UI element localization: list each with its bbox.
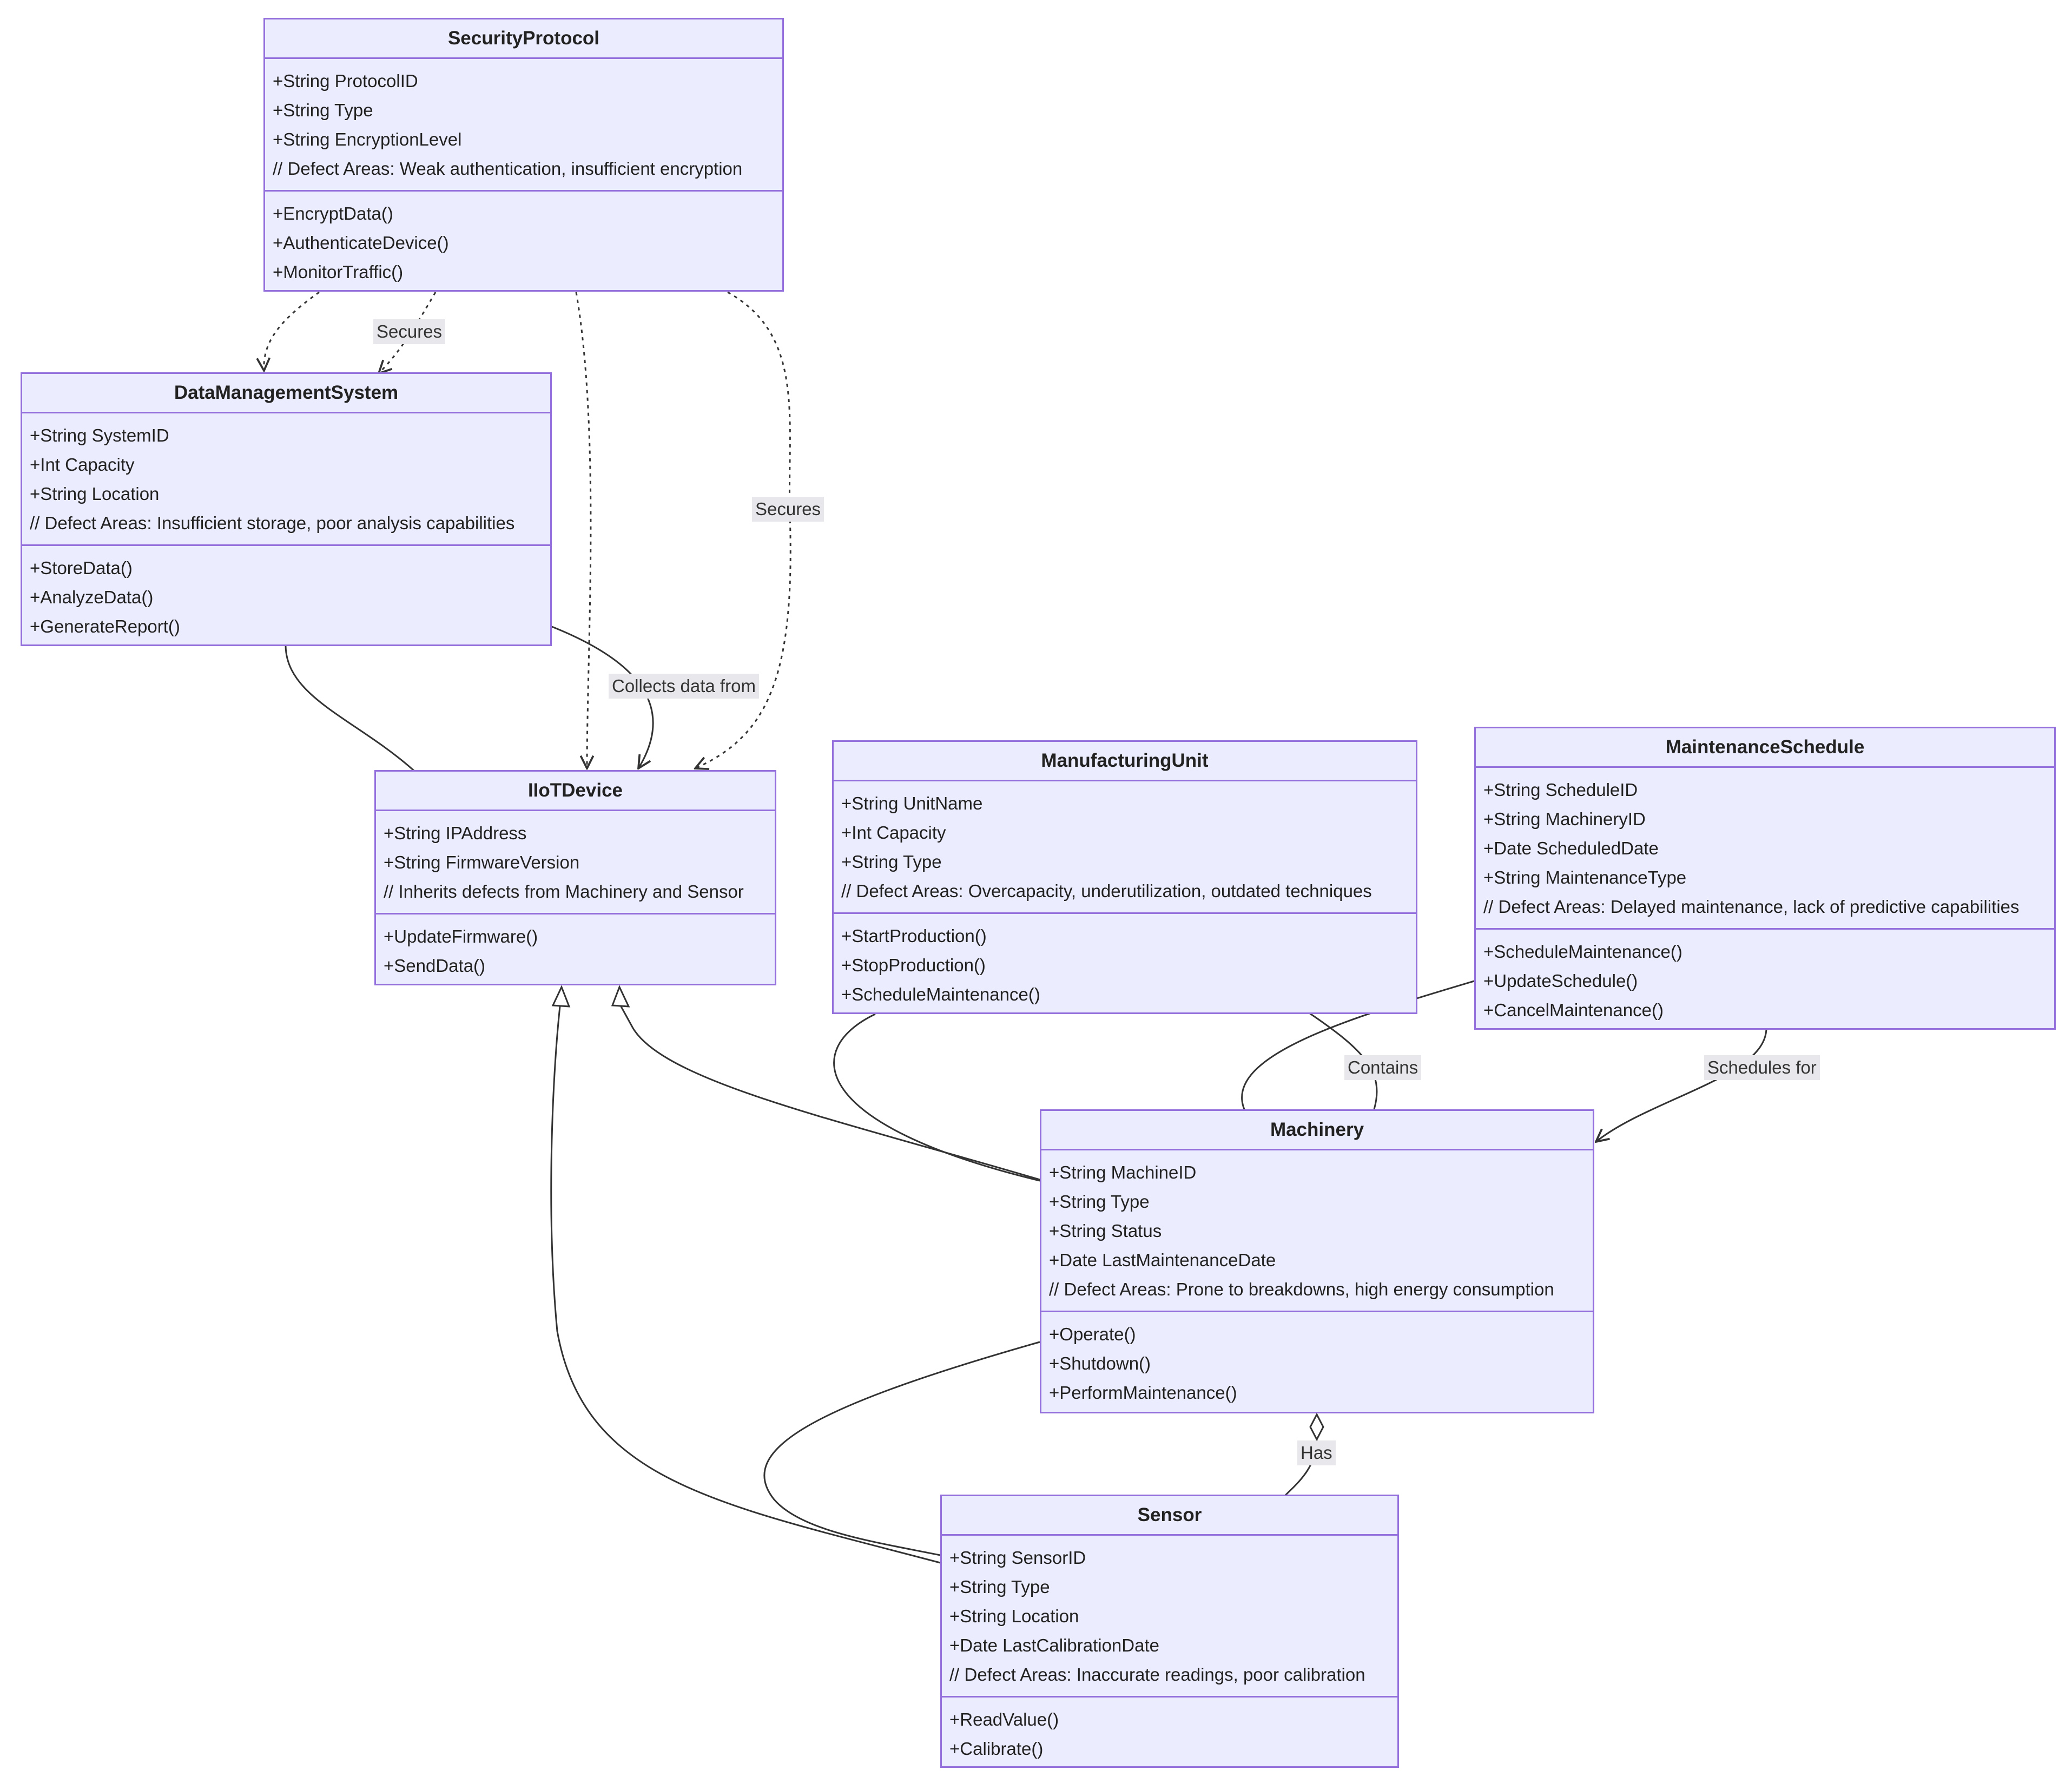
attribute: +Date LastMaintenanceDate bbox=[1049, 1250, 1276, 1270]
label-has: Has bbox=[1297, 1440, 1336, 1465]
method: +Operate() bbox=[1049, 1324, 1136, 1344]
attribute: // Defect Areas: Insufficient storage, p… bbox=[30, 513, 515, 533]
attribute: +String Type bbox=[841, 852, 942, 872]
method: +UpdateSchedule() bbox=[1483, 971, 1638, 991]
class-title: DataManagementSystem bbox=[22, 374, 550, 413]
attribute: // Defect Areas: Delayed maintenance, la… bbox=[1483, 897, 2020, 917]
edge-machinery-sensor-line bbox=[763, 1341, 1040, 1556]
class-title: SecurityProtocol bbox=[265, 19, 782, 59]
attribute: +Date ScheduledDate bbox=[1483, 838, 1659, 858]
class-data-management-system[interactable]: DataManagementSystem +String SystemID +I… bbox=[21, 372, 552, 646]
attribute: +String Type bbox=[1049, 1192, 1150, 1212]
attribute: +String SensorID bbox=[949, 1548, 1086, 1568]
method: +StartProduction() bbox=[841, 926, 987, 946]
method: +ReadValue() bbox=[949, 1709, 1059, 1729]
edge-machinery-iiot-inherit bbox=[620, 1006, 1040, 1181]
aggregation-diamond bbox=[1309, 1412, 1324, 1442]
method: +CancelMaintenance() bbox=[1483, 1000, 1664, 1020]
attribute: +String UnitName bbox=[841, 793, 983, 813]
class-iiot-device[interactable]: IIoTDevice +String IPAddress +String Fir… bbox=[374, 770, 776, 985]
label-schedules-for: Schedules for bbox=[1704, 1055, 1820, 1080]
attribute-list: +String SensorID +String Type +String Lo… bbox=[942, 1536, 1397, 1698]
method-list: +StartProduction() +StopProduction() +Sc… bbox=[834, 914, 1416, 1009]
attribute: // Inherits defects from Machinery and S… bbox=[384, 881, 744, 902]
method: +AnalyzeData() bbox=[30, 587, 154, 607]
attribute-list: +String IPAddress +String FirmwareVersio… bbox=[376, 811, 775, 914]
attribute: +Date LastCalibrationDate bbox=[949, 1635, 1159, 1655]
class-manufacturing-unit[interactable]: ManufacturingUnit +String UnitName +Int … bbox=[832, 740, 1417, 1014]
attribute: +String Type bbox=[949, 1577, 1050, 1597]
attribute-list: +String UnitName +Int Capacity +String T… bbox=[834, 781, 1416, 914]
attribute: +String MachineryID bbox=[1483, 809, 1646, 829]
edge-security-dms-1 bbox=[264, 291, 320, 371]
method: +GenerateReport() bbox=[30, 616, 180, 636]
method: +EncryptData() bbox=[273, 203, 393, 223]
edge-sensor-iiot-inherit bbox=[550, 1006, 941, 1564]
attribute: // Defect Areas: Weak authentication, in… bbox=[273, 159, 743, 179]
edge-maint-machinery-line bbox=[1241, 980, 1475, 1110]
label-contains: Contains bbox=[1344, 1055, 1422, 1080]
attribute-list: +String MachineID +String Type +String S… bbox=[1041, 1150, 1593, 1312]
class-maintenance-schedule[interactable]: MaintenanceSchedule +String ScheduleID +… bbox=[1474, 727, 2056, 1030]
method: +StopProduction() bbox=[841, 955, 986, 975]
method: +MonitorTraffic() bbox=[273, 262, 404, 282]
method: +Calibrate() bbox=[949, 1739, 1044, 1759]
method-list: +UpdateFirmware() +SendData() bbox=[376, 914, 775, 981]
method-list: +ReadValue() +Calibrate() bbox=[942, 1698, 1397, 1764]
attribute: +String SystemID bbox=[30, 425, 169, 445]
attribute: // Defect Areas: Prone to breakdowns, hi… bbox=[1049, 1279, 1554, 1299]
method: +StoreData() bbox=[30, 558, 133, 578]
method-list: +EncryptData() +AuthenticateDevice() +Mo… bbox=[265, 192, 782, 287]
attribute: +Int Capacity bbox=[30, 455, 135, 475]
attribute: +String Type bbox=[273, 100, 373, 120]
attribute: +String ScheduleID bbox=[1483, 780, 1638, 800]
method: +PerformMaintenance() bbox=[1049, 1383, 1237, 1403]
edge-maint-machinery-schedules bbox=[1596, 1028, 1767, 1142]
attribute: // Defect Areas: Inaccurate readings, po… bbox=[949, 1664, 1365, 1685]
label-collects-data: Collects data from bbox=[609, 674, 759, 699]
class-title: Sensor bbox=[942, 1496, 1397, 1536]
class-machinery[interactable]: Machinery +String MachineID +String Type… bbox=[1040, 1109, 1594, 1413]
attribute: // Defect Areas: Overcapacity, underutil… bbox=[841, 881, 1372, 901]
edge-dms-iiot-line bbox=[285, 646, 415, 772]
attribute: +String ProtocolID bbox=[273, 71, 418, 91]
edge-mfg-machinery-line bbox=[833, 1013, 1040, 1182]
attribute: +String IPAddress bbox=[384, 823, 527, 843]
method: +ScheduleMaintenance() bbox=[841, 984, 1040, 1004]
method-list: +StoreData() +AnalyzeData() +GenerateRep… bbox=[22, 546, 550, 641]
class-security-protocol[interactable]: SecurityProtocol +String ProtocolID +Str… bbox=[263, 18, 784, 292]
method: +Shutdown() bbox=[1049, 1353, 1151, 1373]
method: +SendData() bbox=[384, 956, 486, 976]
attribute-list: +String SystemID +Int Capacity +String L… bbox=[22, 413, 550, 546]
attribute: +String FirmwareVersion bbox=[384, 852, 580, 872]
attribute: +String Location bbox=[949, 1606, 1079, 1626]
class-title: IIoTDevice bbox=[376, 772, 775, 811]
class-title: ManufacturingUnit bbox=[834, 742, 1416, 781]
attribute: +String MachineID bbox=[1049, 1162, 1197, 1182]
inherit-arrow-sensor bbox=[551, 985, 571, 1008]
method: +AuthenticateDevice() bbox=[273, 233, 449, 253]
method: +ScheduleMaintenance() bbox=[1483, 942, 1682, 962]
method-list: +Operate() +Shutdown() +PerformMaintenan… bbox=[1041, 1312, 1593, 1407]
class-title: Machinery bbox=[1041, 1111, 1593, 1150]
label-secures-iiot: Secures bbox=[752, 497, 824, 522]
inherit-arrow-machinery bbox=[611, 985, 630, 1008]
label-secures-dms: Secures bbox=[373, 319, 446, 344]
method: +UpdateFirmware() bbox=[384, 926, 538, 946]
attribute: +String MaintenanceType bbox=[1483, 867, 1687, 887]
class-title: MaintenanceSchedule bbox=[1476, 728, 2054, 768]
class-sensor[interactable]: Sensor +String SensorID +String Type +St… bbox=[940, 1495, 1399, 1768]
attribute-list: +String ScheduleID +String MachineryID +… bbox=[1476, 768, 2054, 930]
attribute: +Int Capacity bbox=[841, 823, 946, 843]
attribute: +String Status bbox=[1049, 1221, 1162, 1241]
attribute: +String Location bbox=[30, 484, 160, 504]
method-list: +ScheduleMaintenance() +UpdateSchedule()… bbox=[1476, 930, 2054, 1025]
edge-security-iiot-1 bbox=[575, 292, 591, 768]
attribute-list: +String ProtocolID +String Type +String … bbox=[265, 59, 782, 192]
attribute: +String EncryptionLevel bbox=[273, 129, 462, 149]
